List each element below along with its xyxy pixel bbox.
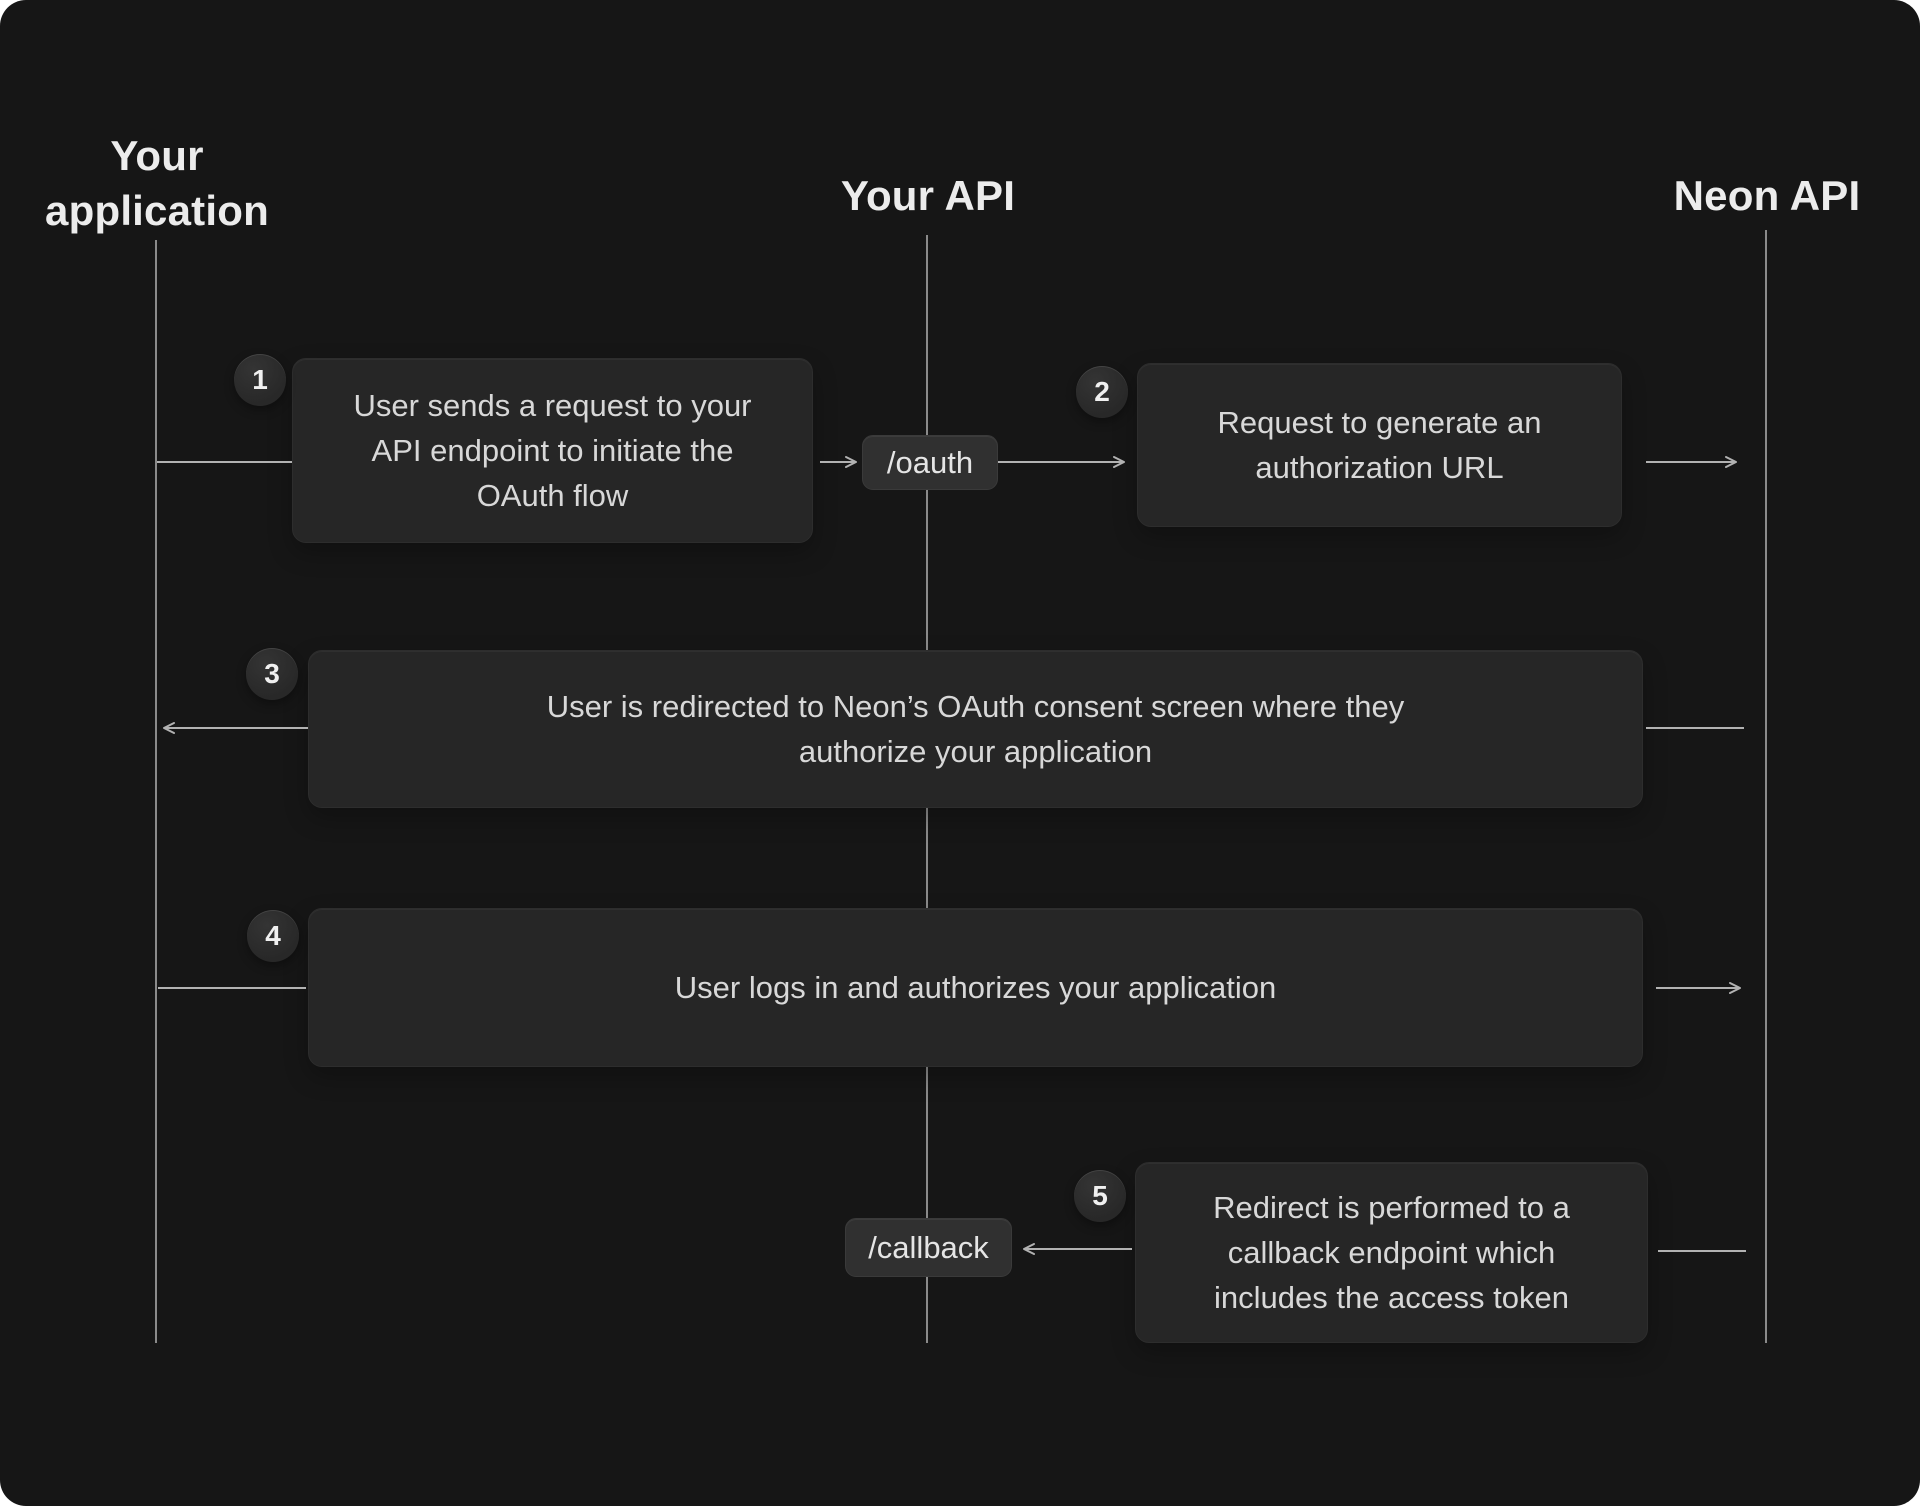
step-text-2: Request to generate an authorization URL [1217,405,1542,485]
lane-header-your-application: Your application [45,132,269,234]
step-badge-3: 3 [246,648,298,700]
step-text-4: User logs in and authorizes your applica… [674,970,1277,1005]
step-box-1: User sends a request to your API endpoin… [292,358,813,543]
step-text-3: User is redirected to Neon’s OAuth conse… [546,689,1405,769]
step-badge-2: 2 [1076,366,1128,418]
step-text-1: User sends a request to your API endpoin… [353,388,752,513]
step-badge-5: 5 [1074,1170,1126,1222]
step-box-4: User logs in and authorizes your applica… [308,908,1643,1067]
step-box-3: User is redirected to Neon’s OAuth conse… [308,650,1643,808]
lane-header-neon-api: Neon API [1673,172,1861,219]
step-badge-1: 1 [234,354,286,406]
step-box-2: Request to generate an authorization URL [1137,363,1622,527]
lane-header-your-api: Your API [840,172,1016,219]
endpoint-chip-oauth: /oauth [862,435,998,490]
endpoint-label-oauth: /oauth [886,444,974,480]
endpoint-label-callback: /callback [868,1229,989,1265]
step-text-5: Redirect is performed to a callback endp… [1213,1190,1570,1315]
step-badge-4: 4 [247,910,299,962]
endpoint-chip-callback: /callback [845,1218,1012,1277]
step-box-5: Redirect is performed to a callback endp… [1135,1162,1648,1343]
